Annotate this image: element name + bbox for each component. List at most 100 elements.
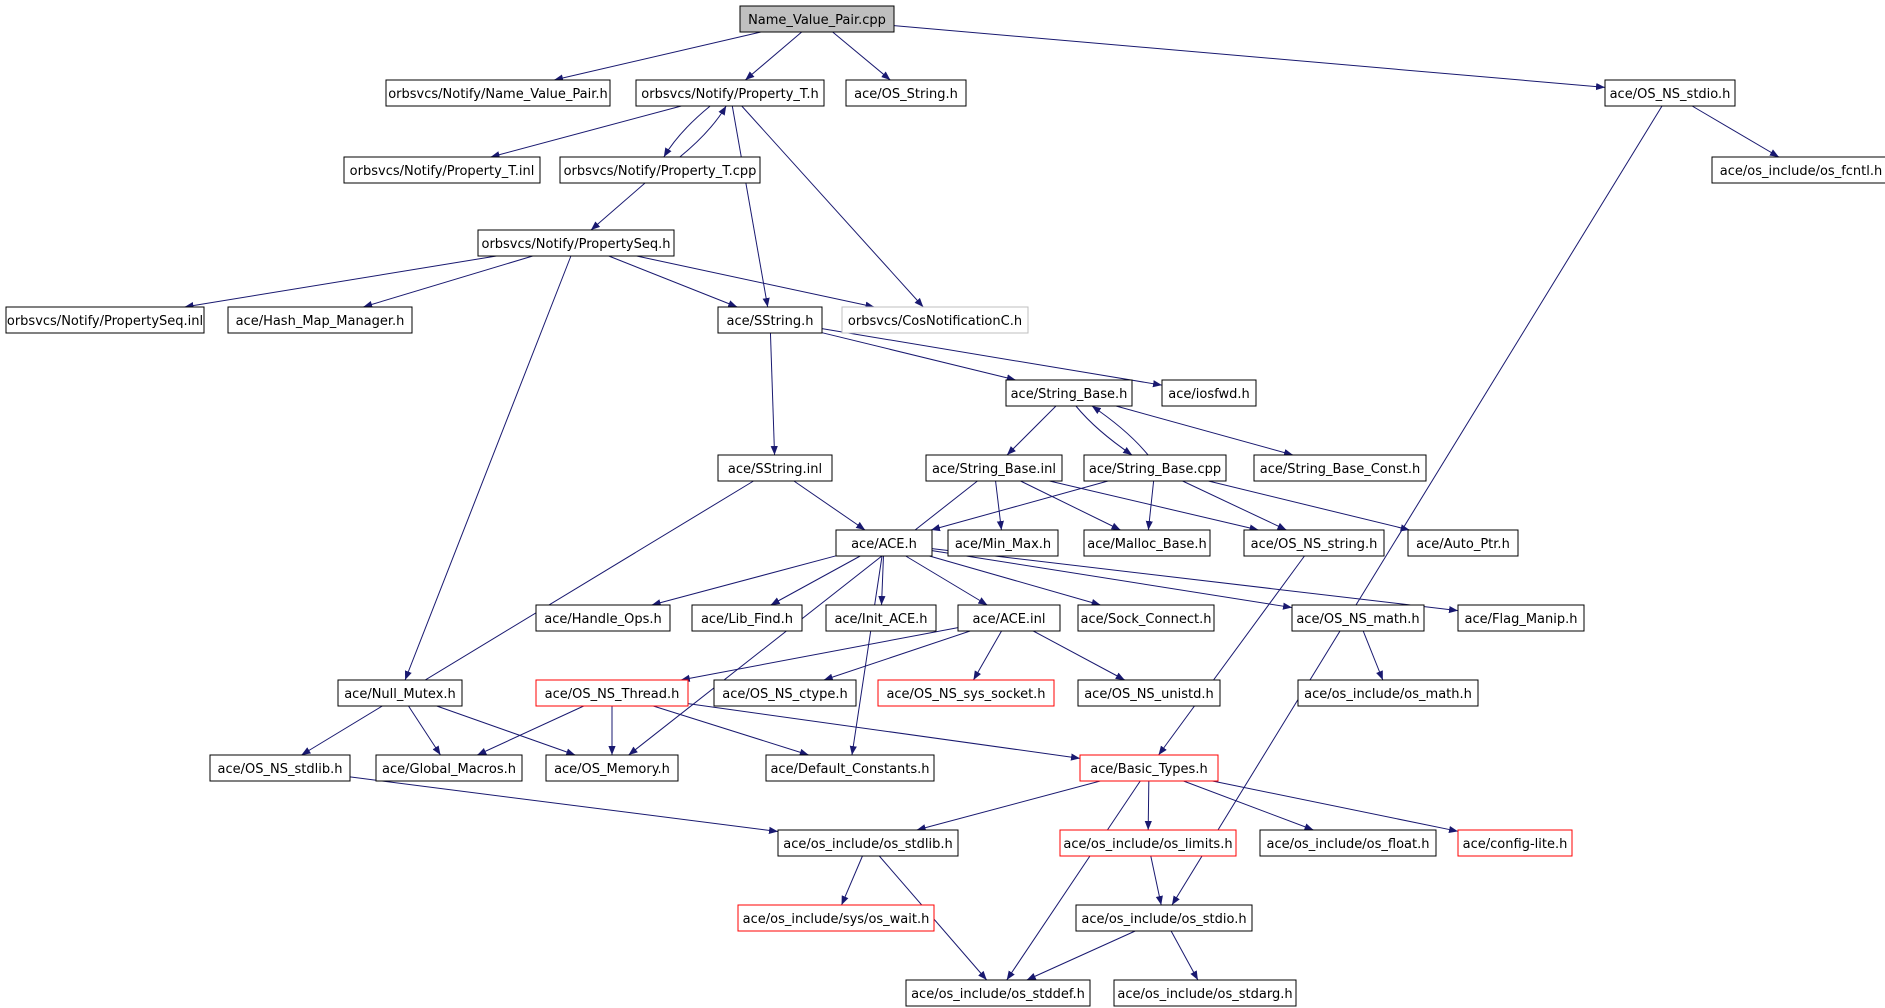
node-box (535, 604, 671, 632)
edge-ace-string-base-inl-to-ace-os-memory-h (628, 480, 978, 756)
node-ace-sstring-inl[interactable]: ace/SString.inl (717, 454, 833, 482)
node-ace-null-mutex-h[interactable]: ace/Null_Mutex.h (337, 679, 463, 707)
node-orbsvcs-notify-property-t-cpp[interactable]: orbsvcs/Notify/Property_T.cpp (559, 156, 761, 184)
node-orbsvcs-notify-name-value-pair-h[interactable]: orbsvcs/Notify/Name_Value_Pair.h (385, 79, 611, 107)
node-label: ace/ACE.inl (972, 612, 1045, 627)
node-ace-os-include-os-float-h[interactable]: ace/os_include/os_float.h (1259, 829, 1437, 857)
node-orbsvcs-notify-propertyseq-inl[interactable]: orbsvcs/Notify/PropertySeq.inl (5, 306, 205, 334)
node-label: ace/os_include/sys/os_wait.h (743, 912, 930, 927)
node-label: ace/SString.inl (728, 462, 822, 477)
node-ace-os-ns-thread-h[interactable]: ace/OS_NS_Thread.h (535, 679, 689, 707)
node-ace-lib-find-h[interactable]: ace/Lib_Find.h (691, 604, 803, 632)
node-ace-init-ace-h[interactable]: ace/Init_ACE.h (825, 604, 937, 632)
node-orbsvcs-notify-property-t-inl[interactable]: orbsvcs/Notify/Property_T.inl (343, 156, 541, 184)
node-ace-os-include-sys-os-wait-h[interactable]: ace/os_include/sys/os_wait.h (737, 904, 935, 932)
node-ace-sock-connect-h[interactable]: ace/Sock_Connect.h (1077, 604, 1215, 632)
node-ace-os-include-os-stdio-h[interactable]: ace/os_include/os_stdio.h (1075, 904, 1253, 932)
edge-ace-os-ns-stdio-h-to-ace-os-include-os-fcntl-h (1691, 105, 1780, 158)
node-label: ace/os_include/os_stdarg.h (1117, 987, 1292, 1002)
node-ace-handle-ops-h[interactable]: ace/Handle_Ops.h (535, 604, 671, 632)
node-label: ace/Flag_Manip.h (1465, 612, 1578, 627)
edge-orbsvcs-notify-propertyseq-h-to-ace-null-mutex-h (404, 255, 572, 681)
edge-ace-os-ns-thread-h-to-ace-global-macros-h (477, 705, 584, 756)
node-orbsvcs-notify-property-t-h[interactable]: orbsvcs/Notify/Property_T.h (635, 79, 825, 107)
edge-ace-os-ns-stdlib-h-to-ace-os-include-os-stdlib-h (349, 776, 779, 834)
node-ace-min-max-h[interactable]: ace/Min_Max.h (947, 529, 1059, 557)
node-ace-os-include-os-stdarg-h[interactable]: ace/os_include/os_stdarg.h (1113, 979, 1297, 1007)
node-label: ace/iosfwd.h (1168, 387, 1249, 402)
edge-ace-ace-inl-to-ace-os-ns-unistd-h (1033, 630, 1125, 681)
node-layer: Name_Value_Pair.cpp orbsvcs/Notify/Name_V… (5, 5, 1885, 1007)
node-orbsvcs-cosnotificationc-h[interactable]: orbsvcs/CosNotificationC.h (841, 306, 1029, 334)
node-ace-basic-types-h[interactable]: ace/Basic_Types.h (1079, 754, 1219, 782)
node-box (535, 679, 689, 707)
node-orbsvcs-notify-propertyseq-h[interactable]: orbsvcs/Notify/PropertySeq.h (477, 229, 675, 257)
node-ace-os-ns-stdlib-h[interactable]: ace/OS_NS_stdlib.h (209, 754, 351, 782)
edge-ace-string-base-h-to-ace-string-base-cpp (1075, 405, 1133, 456)
node-ace-os-include-os-stddef-h[interactable]: ace/os_include/os_stddef.h (905, 979, 1091, 1007)
node-ace-string-base-cpp[interactable]: ace/String_Base.cpp (1083, 454, 1227, 482)
node-ace-flag-manip-h[interactable]: ace/Flag_Manip.h (1457, 604, 1585, 632)
edge-name-value-pair-cpp-to-orbsvcs-notify-name-value-pair-h (553, 31, 762, 82)
edge-ace-string-base-cpp-to-ace-string-base-h (1091, 405, 1149, 456)
node-box (841, 306, 1029, 334)
edge-ace-ace-h-to-ace-default-constants-h (849, 555, 883, 756)
node-box (877, 679, 1055, 707)
node-ace-sstring-h[interactable]: ace/SString.h (717, 306, 823, 334)
node-box (343, 156, 541, 184)
node-name-value-pair-cpp[interactable]: Name_Value_Pair.cpp (739, 5, 895, 33)
node-ace-iosfwd-h[interactable]: ace/iosfwd.h (1161, 379, 1257, 407)
node-ace-auto-ptr-h[interactable]: ace/Auto_Ptr.h (1407, 529, 1519, 557)
edge-ace-os-ns-thread-h-to-ace-basic-types-h (687, 703, 1081, 761)
node-ace-os-string-h[interactable]: ace/OS_String.h (845, 79, 967, 107)
node-ace-os-ns-stdio-h[interactable]: ace/OS_NS_stdio.h (1604, 79, 1736, 107)
node-ace-string-base-inl[interactable]: ace/String_Base.inl (925, 454, 1063, 482)
edge-orbsvcs-notify-property-t-cpp-to-orbsvcs-notify-property-t-h (679, 105, 727, 158)
edge-ace-ace-inl-to-ace-os-ns-ctype-h (823, 630, 971, 681)
node-ace-os-ns-unistd-h[interactable]: ace/OS_NS_unistd.h (1077, 679, 1221, 707)
node-label: ace/SString.h (727, 314, 814, 329)
node-label: ace/OS_Memory.h (554, 762, 670, 777)
edge-ace-string-base-cpp-to-ace-malloc-base-h (1145, 480, 1155, 531)
node-box (1079, 754, 1219, 782)
node-ace-os-include-os-stdlib-h[interactable]: ace/os_include/os_stdlib.h (777, 829, 959, 857)
node-box (1253, 454, 1427, 482)
node-ace-hash-map-manager-h[interactable]: ace/Hash_Map_Manager.h (227, 306, 413, 334)
node-ace-os-ns-string-h[interactable]: ace/OS_NS_string.h (1243, 529, 1385, 557)
node-ace-default-constants-h[interactable]: ace/Default_Constants.h (765, 754, 935, 782)
node-ace-string-base-const-h[interactable]: ace/String_Base_Const.h (1253, 454, 1427, 482)
node-ace-os-include-os-math-h[interactable]: ace/os_include/os_math.h (1297, 679, 1479, 707)
edge-ace-string-base-cpp-to-ace-ace-h (930, 480, 1109, 532)
node-box (777, 829, 959, 857)
node-label: ace/Handle_Ops.h (544, 612, 661, 627)
node-label: ace/OS_NS_stdlib.h (218, 762, 343, 777)
node-ace-global-macros-h[interactable]: ace/Global_Macros.h (375, 754, 523, 782)
node-label: ace/Min_Max.h (955, 537, 1051, 552)
node-label: orbsvcs/Notify/Property_T.cpp (564, 164, 757, 179)
node-ace-ace-h[interactable]: ace/ACE.h (835, 529, 933, 557)
edge-ace-ace-h-to-ace-ace-inl (905, 555, 988, 606)
node-box (691, 604, 803, 632)
node-ace-os-ns-sys-socket-h[interactable]: ace/OS_NS_sys_socket.h (877, 679, 1055, 707)
edge-ace-string-base-cpp-to-ace-os-ns-string-h (1182, 480, 1287, 531)
node-ace-string-base-h[interactable]: ace/String_Base.h (1005, 379, 1133, 407)
node-ace-os-memory-h[interactable]: ace/OS_Memory.h (545, 754, 679, 782)
edge-orbsvcs-notify-propertyseq-h-to-orbsvcs-cosnotificationc-h (636, 255, 875, 309)
node-ace-os-ns-ctype-h[interactable]: ace/OS_NS_ctype.h (713, 679, 857, 707)
node-ace-malloc-base-h[interactable]: ace/Malloc_Base.h (1083, 529, 1211, 557)
node-ace-ace-inl[interactable]: ace/ACE.inl (957, 604, 1061, 632)
node-box (1059, 829, 1237, 857)
node-ace-os-include-os-limits-h[interactable]: ace/os_include/os_limits.h (1059, 829, 1237, 857)
node-ace-config-lite-h[interactable]: ace/config-lite.h (1457, 829, 1573, 857)
node-ace-os-ns-math-h[interactable]: ace/OS_NS_math.h (1291, 604, 1425, 632)
node-label: ace/String_Base_Const.h (1260, 462, 1420, 477)
node-box (477, 229, 675, 257)
edge-ace-os-include-os-stdio-h-to-ace-os-include-os-stdarg-h (1170, 930, 1199, 981)
edge-ace-basic-types-h-to-ace-os-include-os-float-h (1183, 780, 1314, 831)
node-label: ace/os_include/os_math.h (1304, 687, 1472, 702)
edge-ace-ace-h-to-ace-handle-ops-h (651, 555, 837, 607)
node-box (845, 79, 967, 107)
node-label: ace/os_include/os_limits.h (1063, 837, 1232, 852)
node-ace-os-include-os-fcntl-h[interactable]: ace/os_include/os_fcntl.h (1711, 156, 1885, 184)
